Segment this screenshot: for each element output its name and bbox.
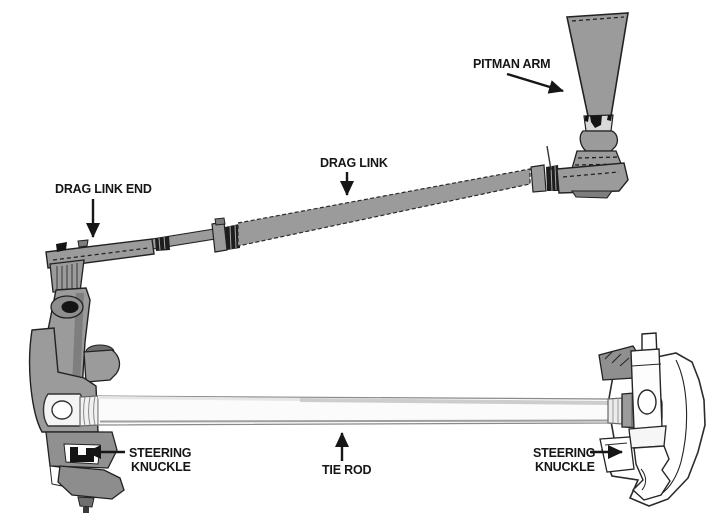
thread-lines (229, 224, 237, 250)
steering-knuckle-left-label-line2: KNUCKLE (131, 460, 191, 474)
cap-hatch (604, 350, 630, 367)
knuckle-jaw (631, 445, 671, 501)
drag-link-end-callout: DRAG LINK END (55, 182, 152, 238)
housing-dashes (574, 163, 624, 166)
tube-bottom-edge (99, 419, 609, 423)
tie-rod-right-collar (607, 397, 623, 425)
knuckle-foot-left (599, 436, 635, 473)
thread-lines (158, 236, 166, 251)
arm-band (631, 363, 662, 367)
ball-joint (61, 301, 79, 313)
pitman-arm (546, 12, 629, 199)
pitman-arm-arrow (506, 72, 564, 94)
drag-link-right-threads (546, 165, 560, 191)
housing-dashes (577, 156, 621, 159)
plate-nub (56, 242, 67, 252)
knuckle-stud (77, 496, 95, 508)
steering-knuckle-right-label-line2: KNUCKLE (535, 460, 595, 474)
tie-rod (42, 391, 663, 429)
pitman-arm-body (566, 12, 629, 117)
end-bottom-lip (570, 190, 614, 199)
end-dashes (562, 171, 620, 178)
clamp-bolt (214, 217, 226, 226)
drag-link-label: DRAG LINK (320, 156, 388, 170)
cotter-pin (546, 145, 552, 171)
drag-link-callout: DRAG LINK (320, 156, 388, 196)
plate-dashes (52, 247, 149, 261)
labels-and-arrows: PITMAN ARM DRAG LINK DRAG LINK END STEER… (55, 57, 623, 477)
steering-knuckle-left-callout: STEERING KNUCKLE (86, 445, 192, 474)
pitman-ball-corner (607, 115, 612, 121)
drag-link (151, 164, 560, 253)
jaw-arc (640, 468, 647, 491)
pitman-arm-callout: PITMAN ARM (473, 57, 564, 94)
drag-link-tube (237, 168, 531, 247)
tie-rod-label: TIE ROD (322, 463, 371, 477)
drag-link-clamp (211, 221, 228, 253)
drag-link-end-label: DRAG LINK END (55, 182, 152, 196)
drag-link-right-collar (530, 164, 547, 193)
tube-shade-left (98, 396, 300, 401)
tie-rod-callout: TIE ROD (322, 432, 372, 477)
pitman-bulge (579, 130, 619, 152)
knuckle-vertical-arm (630, 348, 663, 430)
tube-shade-right (300, 398, 610, 405)
pitman-ball-corner (585, 116, 589, 122)
steering-knuckle-right-label-line1: STEERING (533, 446, 595, 460)
body-contour (660, 359, 688, 495)
foot-line (604, 442, 628, 446)
pitman-arm-label: PITMAN ARM (473, 57, 550, 71)
steering-knuckle-left-label-line1: STEERING (129, 446, 191, 460)
pitman-ball-notch (590, 115, 602, 128)
thread-lines (550, 165, 557, 192)
collar-ribs (83, 395, 96, 427)
wedge-hatch (56, 263, 78, 290)
collar-ribs (612, 398, 619, 423)
arm-hole (637, 389, 657, 415)
knuckle-mid-boss (83, 349, 121, 383)
stud-tip (83, 507, 89, 513)
plate-bump (77, 239, 89, 248)
pitman-arm-top-line (571, 16, 625, 22)
drag-link-right-end (556, 162, 629, 194)
steering-knuckle-left (28, 259, 125, 513)
arm-collar (628, 425, 667, 449)
tie-rod-end-hole (51, 400, 73, 420)
steering-knuckle-right-callout: STEERING KNUCKLE (533, 445, 623, 474)
knuckle-foot (57, 465, 125, 500)
